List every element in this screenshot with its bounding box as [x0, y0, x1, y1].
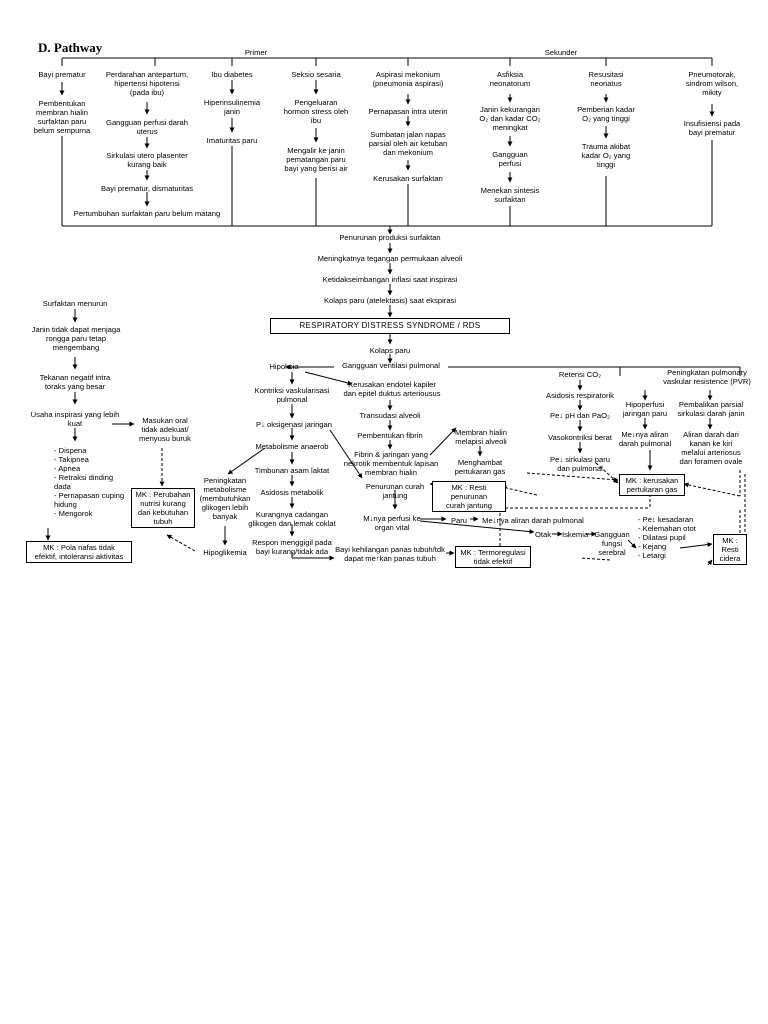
node-timbunan-asam-laktat: Timbunan asam laktat	[254, 466, 330, 475]
mk-pola-nafas-box: MK : Pola nafas tidak efektif, intoleran…	[26, 541, 132, 563]
node-kurangnya-cadangan: Kurangnya cadangan glikogen dan lemak co…	[248, 510, 336, 528]
node-bayi-prematur: Bayi prematur	[38, 70, 86, 79]
node-pernapasan-intra-uterin: Pernapasan intra uterin	[368, 107, 448, 116]
mk-resti-penurunan-box: MK : Resti penurunan curah jantung	[432, 481, 506, 512]
mk-resti-cidera-box: MK : Resti cidera	[713, 534, 747, 565]
node-surfaktan-menurun: Surfaktan menurun	[42, 299, 108, 308]
node-otak: Otak	[534, 530, 552, 539]
node-tegangan-permukaan: Meningkatnya tegangan permukaan alveoli	[317, 254, 463, 263]
node-p-oksigenasi: P↓ oksigenasi jaringan	[256, 420, 332, 429]
node-gangguan-ventilasi: Gangguan ventilasi pulmonal	[342, 361, 440, 370]
node-insufisiensi: Insufisiensi pada bayi prematur	[683, 119, 741, 137]
list-neuro-symptoms: - Pe↓ kesadaran - Kelemahan otot - Dilat…	[638, 515, 696, 560]
node-aspirasi-mekonium: Aspirasi mekonium (pneumonia aspirasi)	[372, 70, 444, 88]
node-pembalikan-parsial: Pembalikan parsial sirkulasi darah janin	[677, 400, 745, 418]
node-gangguan-perfusi-uterus: Gangguan perfusi darah uterus	[106, 118, 188, 136]
node-masukan-oral: Masukan oral tidak adekuat/ menyusu buru…	[139, 416, 191, 443]
node-sumbatan-jalan-napas: Sumbatan jalan napas parsial oleh air ke…	[368, 130, 448, 157]
node-vasokontriksi: Vasokontriksi berat	[547, 433, 612, 442]
node-me-aliran-darah: Me↓nya aliran darah pulmonal	[618, 430, 672, 448]
node-imaturitas-paru: Imaturitas paru	[206, 136, 258, 145]
node-seksio-sesaria: Seksio sesaria	[291, 70, 341, 79]
node-trauma-o2: Trauma akibat kadar O₂ yang tinggi	[581, 142, 631, 169]
node-menghambat-gas: Menghambat pertukaran gas	[454, 458, 506, 476]
node-fibrin-jaringan: Fibrin & jaringan yang nekrotik membentu…	[343, 450, 439, 477]
node-pemberian-o2: Pemberian kadar O₂ yang tinggi	[577, 105, 635, 123]
node-kolaps-paru: Kolaps paru	[369, 346, 411, 355]
node-pe-sirkulasi: Pe↓ sirkulasi paru dan pulmonal	[550, 455, 610, 473]
node-asfiksia: Asfiksia neonatorum	[489, 70, 531, 88]
node-hiperinsulinemia: Hiperinsulinemia janin	[203, 98, 261, 116]
list-respiratory-symptoms: - Dispena - Takipnea - Apnea - Retraksi …	[54, 446, 125, 518]
node-tekanan-negatif: Tekanan negatif intra toraks yang besar	[39, 373, 111, 391]
node-aliran-darah-kanan-kiri: Aliran darah dari kanan ke kiri melalui …	[679, 430, 743, 466]
node-dismaturitas: Bayi prematur, dismaturitas	[100, 184, 193, 193]
node-kolaps-atelektasis: Kolaps paru (atelektasis) saat ekspirasi	[323, 296, 457, 305]
node-pembentukan-membran: Pembentukan membran hialin surfaktan par…	[33, 99, 91, 135]
node-asidosis-metabolik: Asidosis metabolik	[260, 488, 324, 497]
node-penurunan-produksi: Penurunan produksi surfaktan	[339, 233, 441, 242]
node-peningkatan-pvr: Peningkatan pulmonary vaskular resistenc…	[663, 368, 751, 386]
node-penurunan-curah: Penurunan curah jantung	[365, 482, 425, 500]
node-membran-hialin: Membran hialin melapisi alveoli	[455, 428, 507, 446]
node-peningkatan-metabolisme: Peningkatan metabolisme (membutuhkan gli…	[199, 476, 251, 521]
node-kerusakan-surfaktan: Kerusakan surfaktan	[373, 174, 443, 183]
node-pembentukan-fibrin: Pembentukan fibrin	[357, 431, 423, 440]
sekunder-label: Sekunder	[544, 48, 578, 57]
mk-nutrisi-box: MK : Perubahan nutrisi kurang dari kebut…	[131, 488, 195, 528]
node-me-aliran-pulmonal: Me↓nya aliran darah pulmonal	[482, 516, 584, 525]
node-janin-kekurangan-o2: Janin kekurangan O₂ dan kadar CO₂ mening…	[479, 105, 541, 132]
mk-termoregulasi-box: MK : Termoregulasi tidak efektif	[455, 546, 531, 568]
node-iskemia: Iskemia	[562, 530, 589, 539]
node-janin-tidak-dapat: Janin tidak dapat menjaga rongga paru te…	[31, 325, 121, 352]
node-sirkulasi-utero: Sirkulasi utero plasenter kurang baik	[106, 151, 188, 169]
node-retensi-co2: Retensi CO₂	[558, 370, 602, 379]
node-menekan-sintesis: Menekan sintesis surfaktan	[480, 186, 540, 204]
node-usaha-inspirasi: Usaha inspirasi yang lebih kuat	[30, 410, 120, 428]
mk-kerusakan-gas-box: MK : kerusakan pertukaran gas	[619, 474, 685, 496]
node-respon-menggigil: Respon menggigil pada bayi kurang/tidak …	[252, 538, 332, 556]
node-pertumbuhan-surfaktan: Pertumbuhan surfaktan paru belum matang	[73, 209, 221, 218]
node-mengalir-ke-janin: Mengalir ke janin pematangan paru bayi y…	[284, 146, 348, 173]
node-pe-ph: Pe↓ pH dan PaO₂	[550, 411, 610, 420]
node-paru: Paru	[450, 516, 468, 525]
node-kerusakan-endotel: Kerusakan endotel kapiler dan epitel duk…	[343, 380, 441, 398]
node-resusitasi: Resusitasi neonatus	[588, 70, 624, 88]
section-heading: D. Pathway	[38, 40, 103, 55]
node-perdarahan: Perdarahan antepartum, hipertensi hipote…	[105, 70, 189, 97]
node-metabolisme-anaerob: Metabolisme anaerob	[255, 442, 329, 451]
node-transudasi: Transudasi alveoli	[359, 411, 421, 420]
node-kehilangan-panas: Bayi kehilangan panas tubuh/tdk dapat me…	[335, 545, 445, 563]
node-kontriksi-vaskularisasi: Kontriksi vaskularisasi pulmonal	[254, 386, 330, 404]
rds-box: RESPIRATORY DISTRESS SYNDROME / RDS	[270, 318, 510, 334]
node-pengeluaran-hormon: Pengeluaran hormon stress oleh ibu	[283, 98, 349, 125]
node-hipoglikemia: Hipoglikemia	[203, 548, 247, 557]
node-ibu-diabetes: Ibu diabetes	[211, 70, 253, 79]
node-asidosis-respiratorik: Asidosis respiratorik	[546, 391, 614, 400]
node-gangguan-perfusi: Gangguan perfusi	[492, 150, 528, 168]
node-pneumotorak: Pneumotorak, sindrom wilson, mikity	[685, 70, 739, 97]
node-gangguan-fungsi-serebral: Gangguan fungsi serebral	[594, 530, 630, 557]
node-hipoperfusi: Hipoperfusi jaringan paru	[622, 400, 668, 418]
primer-label: Primer	[244, 48, 268, 57]
node-hipoksia: Hipoksia	[269, 362, 299, 371]
node-ketidakseimbangan-inflasi: Ketidakseimbangan inflasi saat inspirasi	[322, 275, 458, 284]
node-m-perfusi: M↓nya perfusi ke organ vital	[363, 514, 421, 532]
